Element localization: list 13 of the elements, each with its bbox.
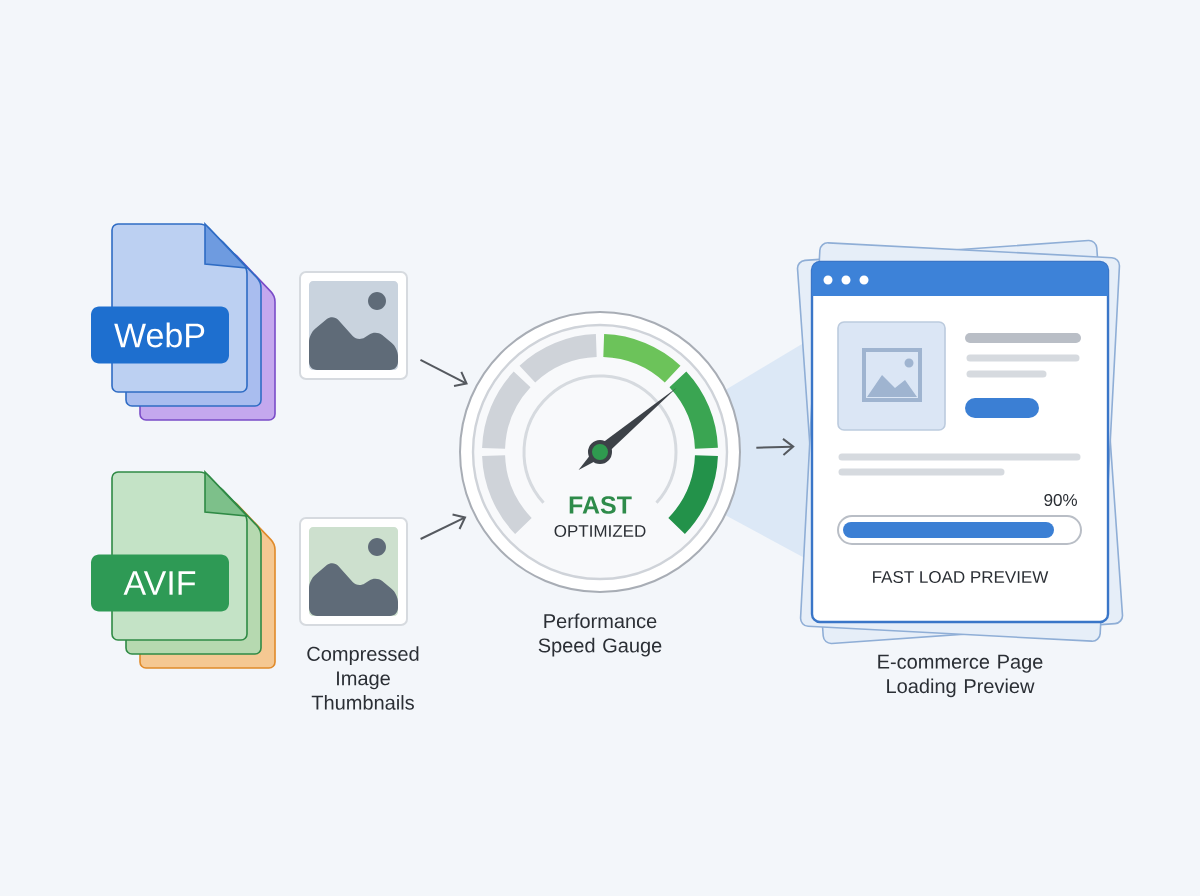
preview-label: FAST LOAD PREVIEW xyxy=(873,571,1049,583)
percent-label: 90% xyxy=(1044,494,1077,506)
arrow xyxy=(419,358,468,388)
arrow xyxy=(755,437,795,456)
subtitle-label: OPTIMIZED xyxy=(554,525,646,537)
arrow xyxy=(419,513,467,540)
node-label: Performance Speed Gauge xyxy=(538,613,662,657)
image-thumbnail xyxy=(299,271,408,380)
node-label: Compressed Image Thumbnails xyxy=(307,646,419,710)
format-badge: WebP xyxy=(91,306,229,364)
format-badge: AVIF xyxy=(91,554,229,612)
node-label: E-commerce Page Loading Preview xyxy=(878,654,1043,698)
status-label: FAST xyxy=(569,496,632,514)
